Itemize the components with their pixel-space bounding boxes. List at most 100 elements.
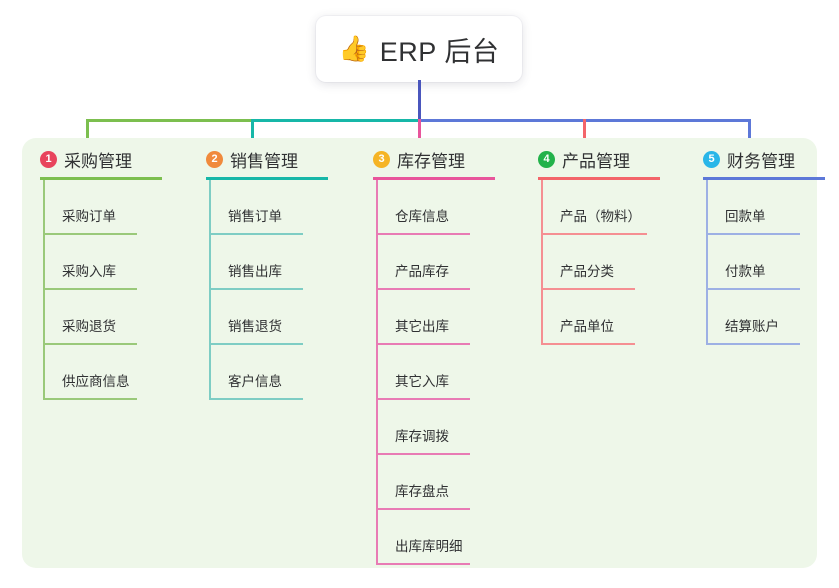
item-label: 产品库存 <box>395 264 449 279</box>
item-underline <box>376 563 470 565</box>
branch-title: 库存管理 <box>397 151 465 171</box>
branch-item[interactable]: 采购退货 <box>43 290 187 345</box>
item-spine <box>209 290 211 345</box>
item-underline <box>376 233 470 235</box>
item-underline <box>209 233 303 235</box>
branch-items: 回款单付款单结算账户 <box>706 180 839 345</box>
branch-drop-2 <box>251 119 254 152</box>
branch-column-5: 5 财务管理回款单付款单结算账户 <box>685 146 839 345</box>
trunk-connector <box>418 80 421 122</box>
item-spine <box>541 235 543 290</box>
branch-items: 采购订单采购入库采购退货供应商信息 <box>43 180 187 400</box>
branch-number-badge: 4 <box>538 150 555 168</box>
item-label: 其它入库 <box>395 374 449 389</box>
item-underline <box>43 398 137 400</box>
item-underline <box>376 288 470 290</box>
branch-header-5[interactable]: 5 财务管理 <box>685 146 839 172</box>
item-spine <box>706 235 708 290</box>
item-spine <box>43 180 45 235</box>
segment-green <box>87 119 253 122</box>
item-spine <box>43 235 45 290</box>
item-spine <box>376 510 378 565</box>
branch-item[interactable]: 采购入库 <box>43 235 187 290</box>
item-underline <box>706 233 800 235</box>
branch-item[interactable]: 供应商信息 <box>43 345 187 400</box>
item-spine <box>209 345 211 400</box>
item-underline <box>43 288 137 290</box>
branch-item[interactable]: 其它出库 <box>376 290 520 345</box>
item-underline <box>376 508 470 510</box>
item-label: 出库库明细 <box>395 539 463 554</box>
branch-item[interactable]: 结算账户 <box>706 290 839 345</box>
branch-item[interactable]: 采购订单 <box>43 180 187 235</box>
branch-item[interactable]: 库存调拨 <box>376 400 520 455</box>
item-underline <box>706 288 800 290</box>
segment-teal <box>252 119 420 122</box>
thumbs-up-icon: 👍 <box>338 34 370 63</box>
item-spine <box>376 345 378 400</box>
branch-item[interactable]: 销售订单 <box>209 180 353 235</box>
branch-item[interactable]: 付款单 <box>706 235 839 290</box>
branch-drop-1 <box>86 119 89 152</box>
item-label: 结算账户 <box>725 319 779 334</box>
item-underline <box>706 343 800 345</box>
branch-header-4[interactable]: 4 产品管理 <box>520 146 685 172</box>
item-underline <box>209 288 303 290</box>
item-label: 库存盘点 <box>395 484 449 499</box>
item-spine <box>209 180 211 235</box>
item-spine <box>706 290 708 345</box>
branch-item[interactable]: 产品单位 <box>541 290 685 345</box>
branches-panel <box>22 138 817 568</box>
item-label: 销售退货 <box>228 319 282 334</box>
item-label: 采购入库 <box>62 264 116 279</box>
branch-items: 产品（物料） 产品分类产品单位 <box>541 180 685 345</box>
branch-title: 产品管理 <box>562 151 630 171</box>
item-label: 销售订单 <box>228 209 282 224</box>
item-label: 销售出库 <box>228 264 282 279</box>
item-label: 产品（物料） <box>560 209 641 224</box>
branch-underline <box>40 177 162 180</box>
item-label: 付款单 <box>725 264 766 279</box>
branch-number-badge: 1 <box>40 150 57 168</box>
item-label: 供应商信息 <box>62 374 130 389</box>
branch-column-4: 4 产品管理产品（物料） 产品分类产品单位 <box>520 146 685 345</box>
item-spine <box>209 235 211 290</box>
branch-number-badge: 3 <box>373 150 390 168</box>
branch-header-3[interactable]: 3 库存管理 <box>355 146 520 172</box>
item-label: 回款单 <box>725 209 766 224</box>
branch-item[interactable]: 销售退货 <box>209 290 353 345</box>
branch-item[interactable]: 库存盘点 <box>376 455 520 510</box>
branch-item[interactable]: 产品（物料） <box>541 180 685 235</box>
branch-item[interactable]: 客户信息 <box>209 345 353 400</box>
branch-items: 仓库信息产品库存其它出库其它入库库存调拨库存盘点出库库明细 <box>376 180 520 565</box>
branch-underline <box>206 177 328 180</box>
branch-title: 财务管理 <box>727 151 795 171</box>
item-spine <box>376 235 378 290</box>
branch-item[interactable]: 回款单 <box>706 180 839 235</box>
item-label: 采购退货 <box>62 319 116 334</box>
item-underline <box>541 343 635 345</box>
branch-drop-4 <box>583 119 586 152</box>
branch-item[interactable]: 产品库存 <box>376 235 520 290</box>
item-underline <box>43 343 137 345</box>
branch-underline <box>538 177 660 180</box>
branch-item[interactable]: 产品分类 <box>541 235 685 290</box>
item-spine <box>376 290 378 345</box>
item-spine <box>541 180 543 235</box>
item-spine <box>541 290 543 345</box>
branch-item[interactable]: 仓库信息 <box>376 180 520 235</box>
branch-item[interactable]: 出库库明细 <box>376 510 520 565</box>
branch-item[interactable]: 销售出库 <box>209 235 353 290</box>
item-underline <box>541 288 635 290</box>
root-node-card[interactable]: 👍 ERP 后台 <box>316 16 522 82</box>
item-spine <box>376 400 378 455</box>
branch-item[interactable]: 其它入库 <box>376 345 520 400</box>
branch-number-badge: 5 <box>703 150 720 168</box>
item-underline <box>209 398 303 400</box>
item-underline <box>376 343 470 345</box>
item-spine <box>706 180 708 235</box>
